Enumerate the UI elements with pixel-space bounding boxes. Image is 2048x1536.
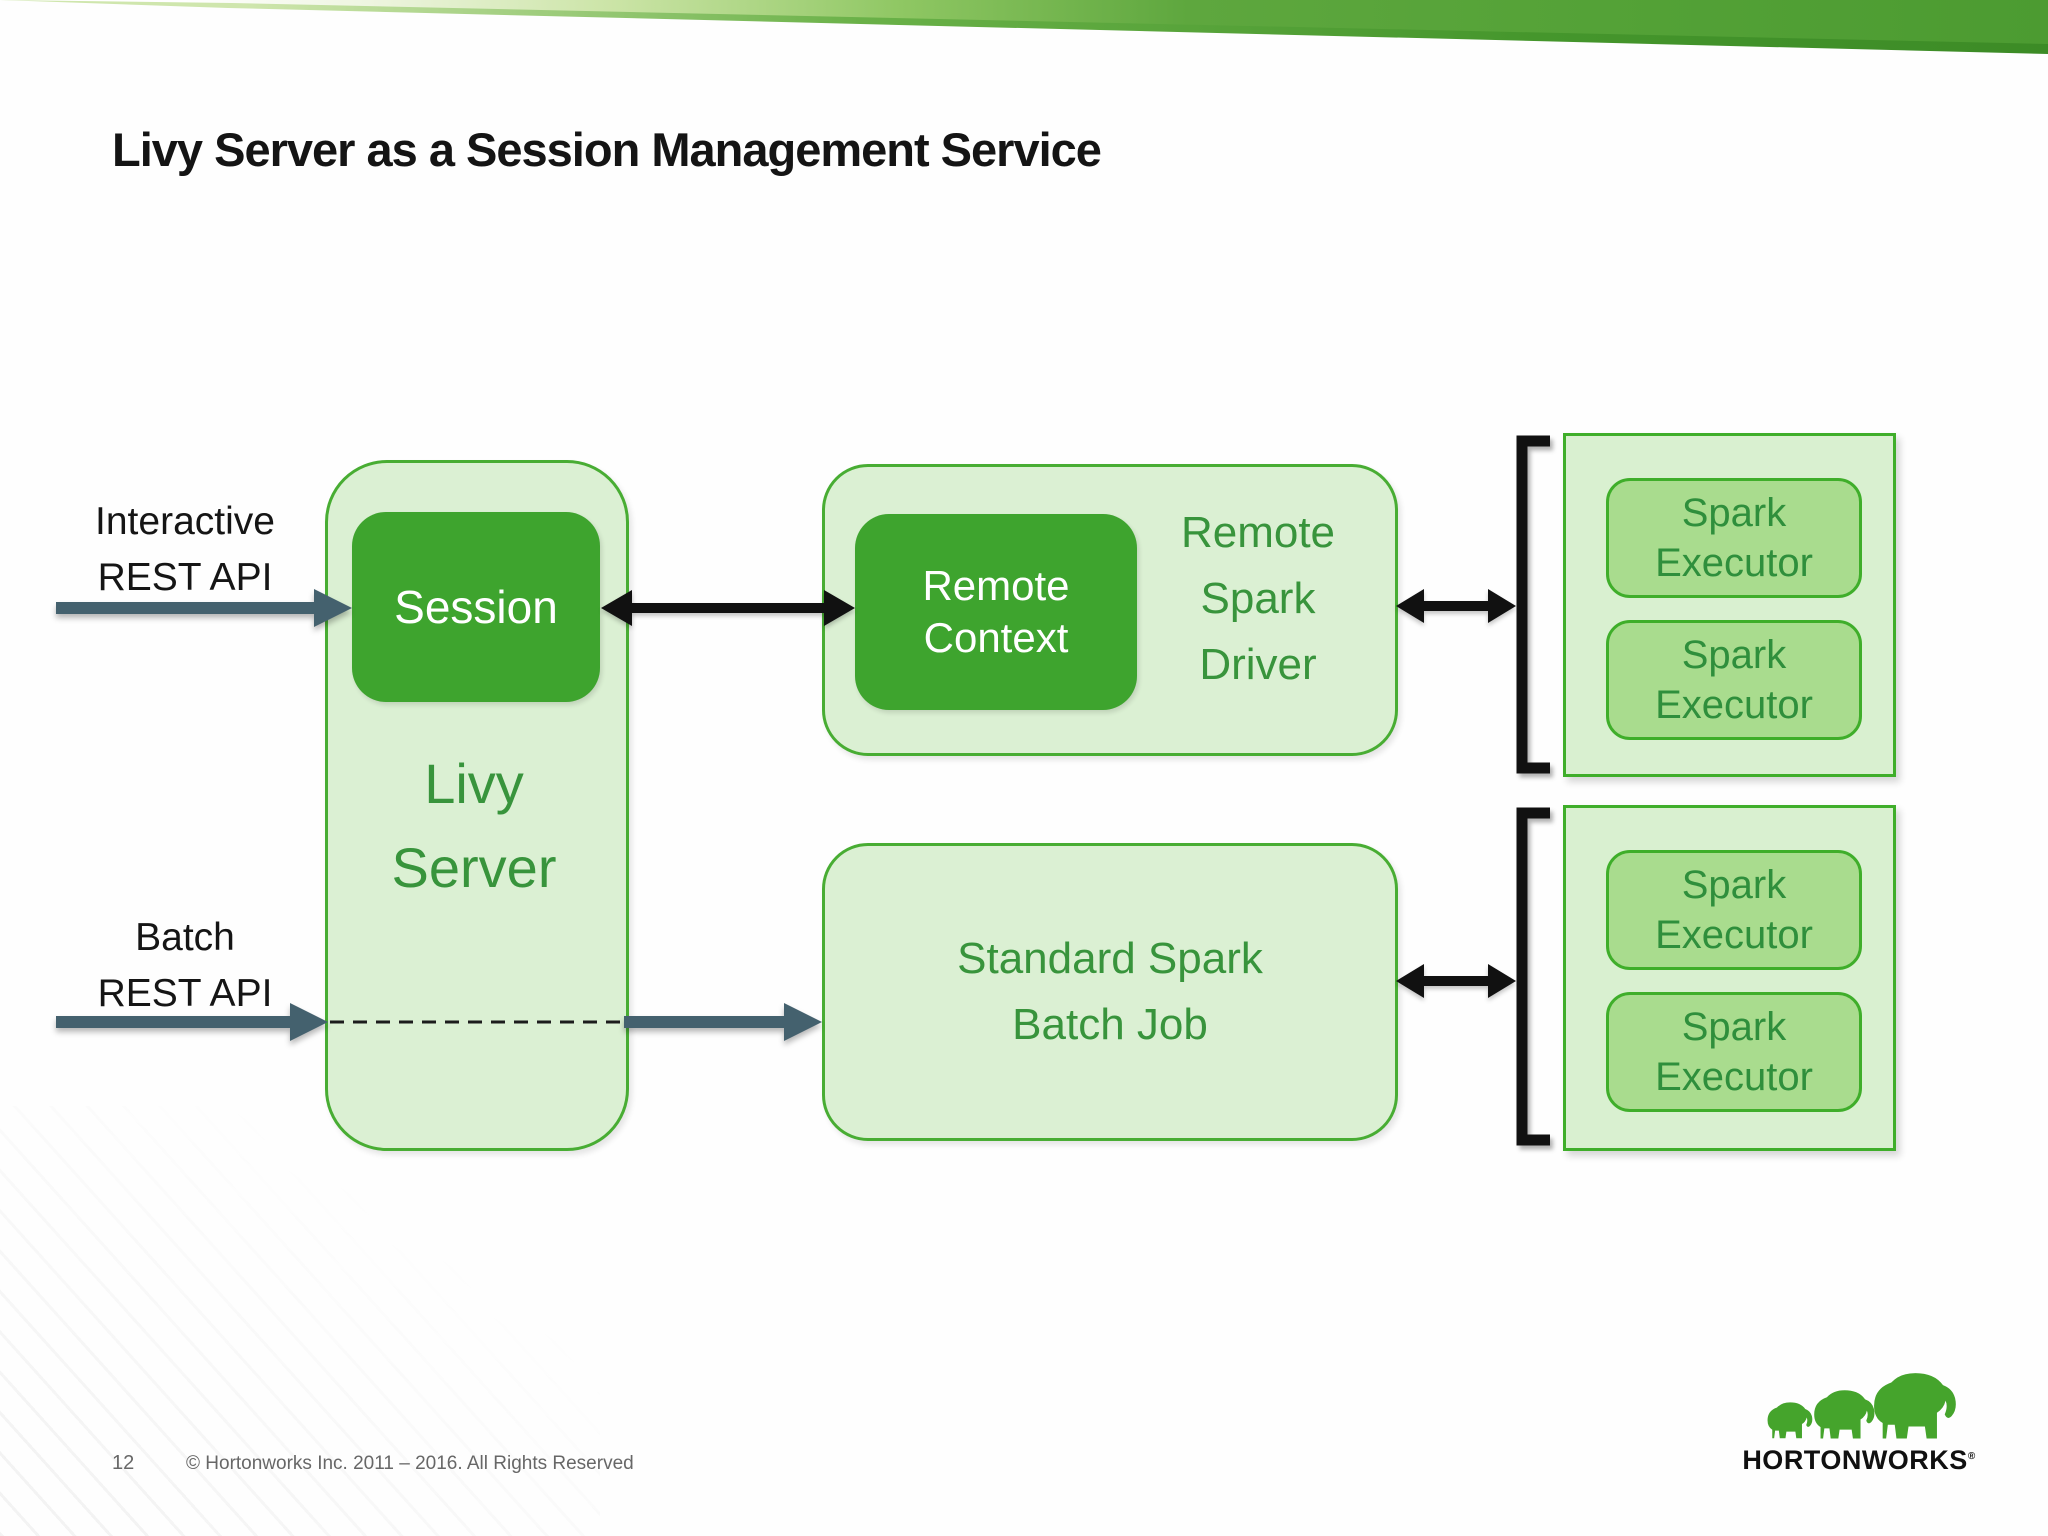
driver-label-line3: Driver (1199, 640, 1317, 689)
batch-rest-api-label: Batch REST API (40, 910, 330, 1022)
executor-line2: Executor (1655, 683, 1813, 727)
executor-line2: Executor (1655, 1055, 1813, 1099)
executor-line2: Executor (1655, 913, 1813, 957)
hortonworks-logo: HORTONWORKS® (1740, 1366, 1978, 1476)
spark-executor-box: Spark Executor (1606, 478, 1862, 598)
executor-line1: Spark (1681, 863, 1787, 907)
logo-registered-mark: ® (1967, 1451, 1976, 1462)
driver-label-line1: Remote (1180, 508, 1336, 557)
livy-server-label: Livy Server (325, 742, 623, 910)
driver-executors-arrow (1396, 589, 1516, 623)
session-context-arrow (601, 590, 855, 626)
batch-job-line1: Standard Spark (957, 934, 1263, 983)
executor-bracket-bottom (1516, 807, 1550, 1146)
spark-executor-box: Spark Executor (1606, 850, 1862, 970)
spark-executor-box: Spark Executor (1606, 992, 1862, 1112)
remote-context-line2: Context (923, 614, 1069, 661)
executor-line2: Executor (1655, 541, 1813, 585)
batch-job-box: Standard Spark Batch Job (822, 843, 1398, 1141)
interactive-label-line1: Interactive (95, 500, 275, 543)
batch-label-line2: REST API (97, 972, 273, 1015)
session-label: Session (394, 581, 558, 633)
interactive-label-line2: REST API (97, 556, 273, 599)
livy-label-line2: Server (391, 836, 557, 899)
batchjob-executors-arrow (1396, 964, 1516, 998)
page-title: Livy Server as a Session Management Serv… (112, 123, 1102, 176)
executor-line1: Spark (1681, 1005, 1787, 1049)
page-number: 12 (112, 1452, 135, 1474)
logo-text: HORTONWORKS (1742, 1445, 1968, 1475)
executor-bracket-top (1516, 435, 1550, 774)
spark-executor-box: Spark Executor (1606, 620, 1862, 740)
logo-wordmark: HORTONWORKS® (1740, 1445, 1978, 1476)
batch-job-line2: Batch Job (1012, 1000, 1208, 1049)
executor-group-top: Spark Executor Spark Executor (1563, 433, 1896, 777)
elephants-icon (1767, 1373, 1956, 1439)
livy-label-line1: Livy (424, 752, 524, 815)
executor-line1: Spark (1681, 633, 1787, 677)
copyright-text: © Hortonworks Inc. 2011 – 2016. All Righ… (186, 1453, 634, 1474)
driver-label-line2: Spark (1200, 574, 1316, 623)
batch-label-line1: Batch (135, 916, 235, 959)
executor-line1: Spark (1681, 491, 1787, 535)
remote-context-line1: Remote (922, 562, 1070, 609)
remote-spark-driver-label: Remote Spark Driver (1124, 500, 1392, 698)
session-box: Session (352, 512, 600, 702)
executor-group-bottom: Spark Executor Spark Executor (1563, 805, 1896, 1151)
remote-context-box: Remote Context (855, 514, 1137, 710)
interactive-rest-api-label: Interactive REST API (40, 494, 330, 606)
batch-rest-arrow-right (624, 1003, 822, 1041)
